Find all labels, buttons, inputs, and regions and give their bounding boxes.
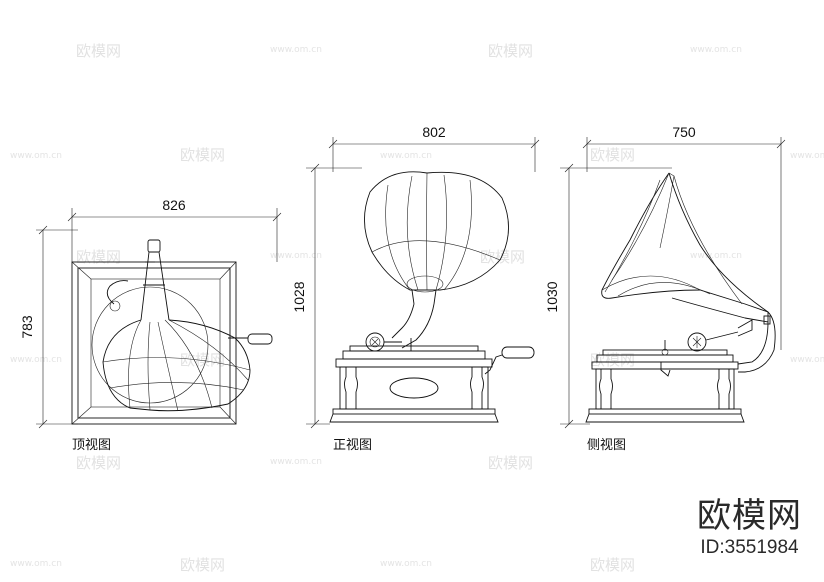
watermark: 欧模网 (590, 146, 635, 164)
side-view-crank (660, 362, 671, 377)
brand-name: 欧模网 (697, 496, 802, 536)
watermark: 欧模网 (590, 556, 635, 574)
watermark-url: www.om.cn (690, 251, 742, 261)
front-view-horn (364, 171, 509, 349)
front-view-caption: 正视图 (333, 438, 372, 453)
watermark: 欧模网 (76, 454, 121, 472)
top-view-crank (228, 333, 273, 345)
side-view-width-dimension: 750 (582, 124, 786, 350)
top-view: 826 783 (19, 197, 282, 453)
front-view-cabinet (329, 358, 499, 423)
top-view-record-disc (91, 286, 209, 404)
side-view: 750 1030 (544, 124, 786, 453)
top-view-horn (102, 239, 251, 412)
watermark: 欧模网 (480, 248, 525, 266)
top-view-width-dimension: 826 (67, 197, 282, 262)
watermark-url: www.om.cn (270, 251, 322, 261)
top-view-width-label: 826 (162, 197, 186, 213)
watermark: 欧模网 (590, 351, 635, 369)
side-view-soundbox (687, 331, 739, 352)
watermark: 欧模网 (180, 556, 225, 574)
watermark: 欧模网 (488, 42, 533, 60)
front-view-soundbox (365, 332, 402, 352)
watermark-url: www.om.cn (380, 151, 432, 161)
model-id: ID:3551984 (700, 537, 799, 558)
watermark: 欧模网 (488, 454, 533, 472)
watermark-url: www.om.cn (270, 457, 322, 467)
side-view-cabinet (585, 361, 745, 423)
front-view: 802 1028 (291, 124, 540, 453)
watermark-url: www.om.cn (270, 45, 322, 55)
top-view-tone-arm (106, 280, 129, 305)
watermark-url: www.om.cn (10, 559, 62, 569)
watermark-url: www.om.cn (10, 355, 62, 365)
watermark-url: www.om.cn (790, 355, 824, 365)
top-view-height-dimension: 783 (19, 225, 78, 429)
watermark: 欧模网 (180, 146, 225, 164)
side-view-height-dimension: 1030 (544, 163, 672, 429)
watermark-layer: 欧模网 www.om.cn 欧模网 www.om.cn www.om.cn 欧模… (10, 42, 824, 574)
top-view-frame (71, 261, 237, 425)
side-view-horn (601, 172, 776, 373)
top-view-height-label: 783 (19, 315, 35, 339)
watermark-url: www.om.cn (690, 45, 742, 55)
watermark-url: www.om.cn (790, 151, 824, 161)
watermark-url: www.om.cn (380, 559, 432, 569)
front-view-width-dimension: 802 (328, 124, 540, 172)
front-view-height-label: 1028 (291, 281, 307, 312)
top-view-soundbox (109, 300, 121, 312)
watermark: 欧模网 (180, 351, 225, 369)
brand-block: 欧模网 ID:3551984 (697, 496, 802, 560)
top-view-caption: 顶视图 (72, 438, 111, 453)
front-view-width-label: 802 (422, 124, 446, 140)
front-view-height-dimension: 1028 (291, 163, 362, 429)
side-view-caption: 侧视图 (587, 438, 626, 453)
front-view-crank (484, 346, 535, 375)
watermark: 欧模网 (76, 42, 121, 60)
side-view-width-label: 750 (672, 124, 696, 140)
watermark-url: www.om.cn (10, 151, 62, 161)
watermark: 欧模网 (76, 248, 121, 266)
side-view-height-label: 1030 (544, 281, 560, 312)
